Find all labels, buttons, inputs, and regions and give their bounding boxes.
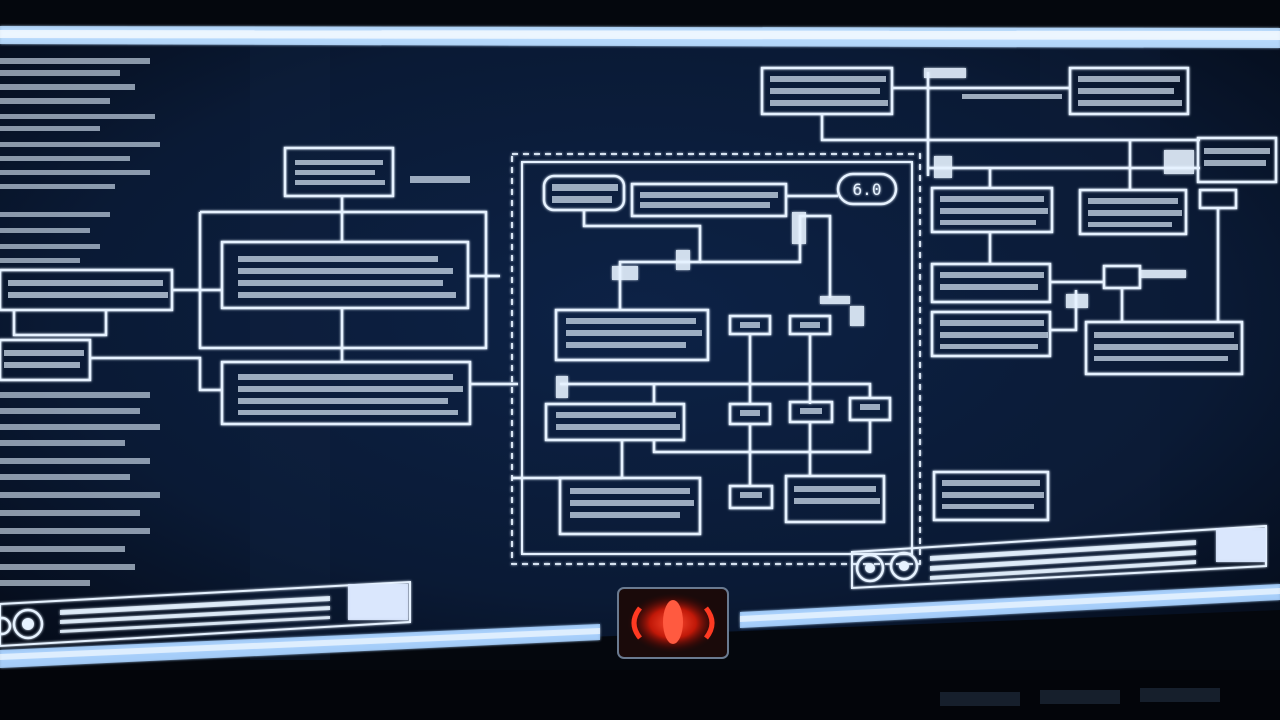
- right-node-b[interactable]: [1078, 188, 1188, 236]
- center-node-bottom-right[interactable]: [784, 474, 886, 524]
- screen-frame: [0, 26, 1280, 48]
- right-node-top-left[interactable]: [760, 66, 894, 116]
- left-node-top[interactable]: [283, 146, 395, 198]
- right-node-e[interactable]: [1084, 320, 1244, 376]
- right-node-a[interactable]: [930, 186, 1054, 234]
- center-diagram-markers: [556, 212, 864, 398]
- center-diagram-label: 6.0: [853, 180, 882, 199]
- center-node-left[interactable]: [544, 402, 686, 442]
- left-node-lower[interactable]: [0, 338, 92, 382]
- right-node-top-right[interactable]: [1068, 66, 1190, 116]
- gear-icon[interactable]: [889, 551, 919, 581]
- right-status-bar: [930, 540, 1196, 580]
- gear-icon[interactable]: [855, 553, 885, 583]
- center-node-mid[interactable]: [554, 308, 710, 362]
- center-label-node[interactable]: [836, 172, 898, 206]
- bottom-frame: [0, 584, 1280, 668]
- right-readout-panel: [1216, 528, 1266, 562]
- center-node-top[interactable]: [630, 182, 788, 218]
- right-node-f[interactable]: [932, 470, 1050, 522]
- left-diagram-text: [4, 160, 470, 415]
- gear-icon[interactable]: [0, 616, 12, 636]
- right-control-strip: [851, 524, 1267, 590]
- center-gate-6[interactable]: [728, 484, 774, 510]
- left-flow-diagram: [0, 146, 518, 426]
- right-flow-diagram: [760, 66, 1278, 522]
- right-diagram-text: [770, 76, 1270, 509]
- left-node-bottom[interactable]: [220, 360, 472, 426]
- right-diagram-markers: [924, 68, 1194, 308]
- alert-beacon-icon[interactable]: [617, 587, 729, 659]
- right-node-d[interactable]: [930, 310, 1052, 358]
- left-status-bar: [60, 596, 330, 633]
- center-diagram-text: [552, 184, 880, 518]
- left-readout-panel: [348, 584, 408, 620]
- left-control-strip: [0, 580, 411, 648]
- gear-icon[interactable]: [12, 608, 44, 640]
- log-text-panel: [0, 58, 160, 586]
- right-node-edge[interactable]: [1196, 136, 1278, 184]
- hardware-vents: [940, 688, 1220, 706]
- center-node-bottom[interactable]: [558, 476, 702, 536]
